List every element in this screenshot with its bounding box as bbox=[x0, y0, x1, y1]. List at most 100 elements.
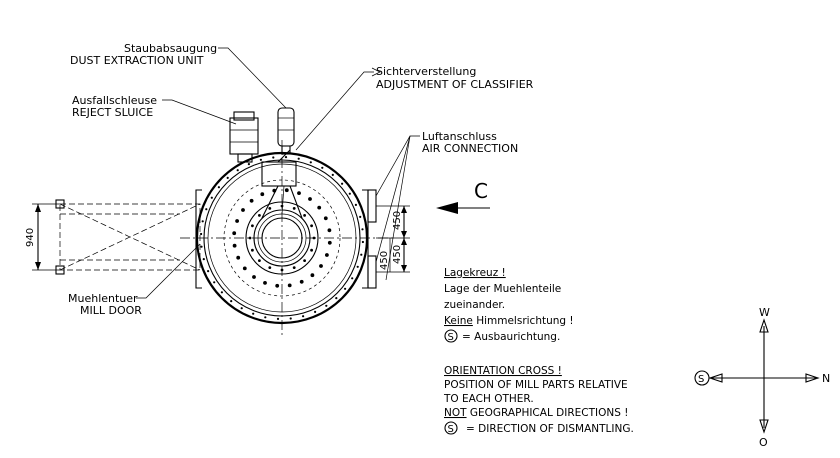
bolt bbox=[232, 231, 237, 236]
bolt bbox=[360, 253, 363, 256]
bolt bbox=[348, 192, 351, 195]
bolt bbox=[276, 317, 280, 320]
bolt bbox=[210, 196, 213, 199]
svg-text:MILL DOOR: MILL DOOR bbox=[80, 304, 142, 317]
svg-text:Muehlentuer: Muehlentuer bbox=[68, 292, 138, 305]
bolt bbox=[289, 317, 292, 320]
dim-940-label: 940 bbox=[25, 228, 36, 247]
bolt bbox=[327, 240, 332, 245]
bolt-circle bbox=[200, 156, 364, 320]
bolt bbox=[200, 232, 203, 236]
bolt bbox=[361, 228, 364, 231]
dimension-940: 940 bbox=[25, 203, 60, 271]
bolt bbox=[335, 297, 338, 300]
bolt bbox=[297, 191, 301, 196]
bolt bbox=[321, 166, 324, 169]
svg-text:S: S bbox=[448, 332, 454, 343]
bolt bbox=[325, 253, 329, 257]
svg-text:POSITION OF MILL PARTS RELATIV: POSITION OF MILL PARTS RELATIVE bbox=[444, 379, 628, 391]
svg-text:REJECT SLUICE: REJECT SLUICE bbox=[72, 106, 153, 119]
label-classifier: Sichterverstellung ADJUSTMENT OF CLASSIF… bbox=[295, 65, 534, 151]
bolt bbox=[259, 158, 262, 161]
bolt bbox=[202, 258, 205, 261]
bolt bbox=[310, 224, 313, 228]
bolt bbox=[247, 163, 250, 166]
svg-text:AIR CONNECTION: AIR CONNECTION bbox=[422, 142, 518, 155]
svg-text:Staubabsaugung: Staubabsaugung bbox=[124, 42, 217, 55]
bolt bbox=[317, 205, 322, 210]
bolt bbox=[242, 266, 247, 271]
compass-north-label: W bbox=[759, 306, 770, 319]
bolt bbox=[303, 214, 306, 217]
mill-door-outline bbox=[55, 199, 201, 275]
bolt bbox=[220, 291, 223, 294]
svg-text:ORIENTATION CROSS !: ORIENTATION CROSS ! bbox=[444, 365, 562, 377]
bolt bbox=[327, 228, 332, 233]
bolt bbox=[325, 304, 328, 307]
label-mill-door: Muehlentuer MILL DOOR bbox=[68, 243, 201, 317]
bolt bbox=[284, 156, 288, 159]
bolt bbox=[236, 169, 239, 172]
svg-text:zueinander.: zueinander. bbox=[444, 299, 505, 311]
bolt bbox=[201, 220, 204, 223]
bolt bbox=[252, 275, 256, 279]
bolt bbox=[303, 259, 306, 262]
bolt bbox=[217, 186, 220, 189]
bolt bbox=[249, 198, 254, 203]
orientation-cross: W O N S bbox=[694, 306, 830, 449]
bolt bbox=[344, 287, 347, 290]
bolt bbox=[275, 283, 280, 288]
svg-text:Keine Himmelsrichtung !: Keine Himmelsrichtung ! bbox=[444, 315, 574, 327]
bolt bbox=[263, 281, 267, 285]
bolt bbox=[236, 255, 241, 260]
bolt bbox=[341, 182, 344, 185]
view-letter: C bbox=[474, 179, 488, 203]
svg-text:Lagekreuz !: Lagekreuz ! bbox=[444, 267, 506, 279]
dim-450-vertical: 450 bbox=[379, 251, 390, 270]
bolt bbox=[240, 307, 243, 310]
mill-housing bbox=[180, 140, 395, 336]
compass-east-label: N bbox=[822, 372, 830, 385]
svg-text:= DIRECTION OF DISMANTLING.: = DIRECTION OF DISMANTLING. bbox=[466, 423, 634, 435]
svg-text:S: S bbox=[448, 424, 454, 435]
bolt bbox=[200, 245, 203, 248]
bolt bbox=[207, 270, 210, 273]
bolt bbox=[356, 265, 359, 268]
bolt bbox=[297, 157, 300, 160]
bolt bbox=[226, 176, 229, 179]
bolt bbox=[351, 277, 354, 280]
bolt bbox=[260, 192, 265, 197]
bolt bbox=[354, 203, 357, 206]
label-air-connection: Luftanschluss AIR CONNECTION bbox=[375, 130, 518, 281]
compass-south-label: O bbox=[759, 436, 768, 449]
bolt bbox=[268, 207, 272, 210]
dismantling-symbol-icon bbox=[694, 370, 710, 386]
bolt bbox=[232, 243, 237, 248]
classifier-adjustment-unit bbox=[277, 107, 295, 155]
compass-west-symbol: S bbox=[698, 374, 704, 385]
bolt bbox=[309, 161, 312, 164]
bolt bbox=[310, 273, 315, 278]
bolt bbox=[205, 208, 208, 211]
bolt bbox=[359, 215, 362, 218]
bolt bbox=[241, 208, 245, 212]
classifier-frame bbox=[261, 149, 303, 219]
svg-text:TO EACH OTHER.: TO EACH OTHER. bbox=[443, 393, 534, 405]
bolt bbox=[213, 281, 216, 284]
bolt bbox=[264, 316, 267, 319]
label-dust-extraction: Staubabsaugung DUST EXTRACTION UNIT bbox=[70, 42, 287, 109]
bolt bbox=[258, 259, 261, 262]
bolt bbox=[308, 197, 312, 201]
bolt bbox=[310, 248, 313, 252]
svg-text:Ausfallschleuse: Ausfallschleuse bbox=[72, 94, 157, 107]
bolt bbox=[280, 268, 284, 272]
bolt bbox=[248, 236, 252, 240]
svg-text:ADJUSTMENT OF CLASSIFIER: ADJUSTMENT OF CLASSIFIER bbox=[376, 78, 534, 91]
bolt bbox=[287, 283, 292, 288]
bolt bbox=[230, 300, 233, 303]
svg-text:Luftanschluss: Luftanschluss bbox=[422, 130, 497, 143]
svg-text:= Ausbaurichtung.: = Ausbaurichtung. bbox=[462, 331, 560, 343]
dim-450-lower: 450 bbox=[392, 245, 403, 264]
bolt bbox=[361, 240, 364, 244]
